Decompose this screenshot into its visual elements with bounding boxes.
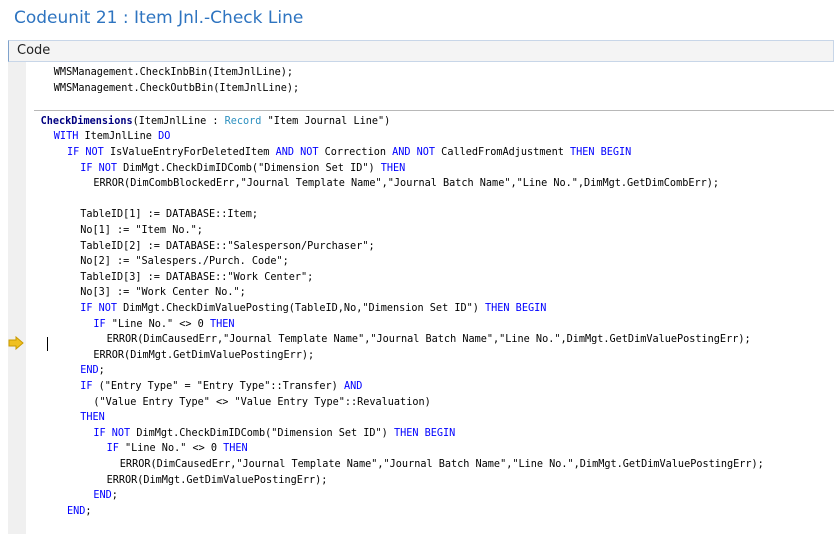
code-text: ERROR(DimMgt.GetDimValuePostingErr); <box>93 349 315 361</box>
code-keyword: WITH <box>53 131 79 143</box>
current-line-arrow-icon <box>8 336 24 350</box>
code-panel-header[interactable]: Code <box>8 40 834 62</box>
code-line[interactable]: TableID[3] := DATABASE::"Work Center"; <box>80 270 313 286</box>
code-text: Correction <box>318 147 393 158</box>
code-line[interactable]: ("Value Entry Type" <> "Value Entry Type… <box>93 395 430 411</box>
code-text: "Line No." <> 0 <box>118 443 224 455</box>
code-text: DimMgt.CheckDimIDComb("Dimension Set ID"… <box>130 427 394 439</box>
code-panel-label: Code <box>17 43 51 58</box>
code-text: No[3] := "Work Center No."; <box>80 287 246 299</box>
code-keyword: IF NOT <box>80 303 117 314</box>
code-text: ("Entry Type" = "Entry Type"::Transfer) <box>92 381 344 392</box>
code-text: WMSManagement.CheckInbBin(ItemJnlLine); <box>53 67 293 78</box>
code-text: TableID[2] := DATABASE::"Salesperson/Pur… <box>80 240 375 252</box>
code-keyword: DO <box>158 131 171 143</box>
code-line[interactable]: THEN <box>80 410 105 426</box>
procedure-separator <box>34 110 834 111</box>
code-type: Record <box>224 115 262 127</box>
code-line[interactable]: No[2] := "Salespers./Purch. Code"; <box>80 254 289 270</box>
code-line[interactable]: ERROR(DimMgt.GetDimValuePostingErr); <box>93 348 314 364</box>
code-keyword: END <box>93 490 112 502</box>
code-text: DimMgt.CheckDimValuePosting(TableID,No,"… <box>117 303 486 314</box>
code-text: (ItemJnlLine : <box>132 115 225 127</box>
code-keyword: IF <box>93 318 106 330</box>
code-line[interactable]: IF ("Entry Type" = "Entry Type"::Transfe… <box>80 379 362 395</box>
code-keyword: IF <box>106 443 119 455</box>
code-text: ERROR(DimMgt.GetDimValuePostingErr); <box>106 474 328 486</box>
code-line[interactable]: END; <box>67 504 92 520</box>
code-line[interactable]: WITH ItemJnlLine DO <box>54 129 171 145</box>
code-keyword: IF <box>80 381 93 392</box>
code-keyword: THEN <box>380 162 406 174</box>
code-line[interactable]: ERROR(DimCausedErr,"Journal Template Nam… <box>107 332 751 348</box>
code-text: IsValueEntryForDeletedItem <box>103 147 276 158</box>
code-keyword: THEN BEGIN <box>485 303 547 314</box>
code-text: No[2] := "Salespers./Purch. Code"; <box>80 256 289 268</box>
code-text: "Item Journal Line") <box>261 115 391 127</box>
code-line[interactable]: WMSManagement.CheckInbBin(ItemJnlLine); <box>54 65 293 81</box>
code-text: DimMgt.CheckDimIDComb("Dimension Set ID"… <box>117 162 381 174</box>
code-line[interactable]: ERROR(DimCombBlockedErr,"Journal Templat… <box>93 176 719 192</box>
code-text: ("Value Entry Type" <> "Value Entry Type… <box>93 396 431 408</box>
code-keyword: END <box>67 505 86 517</box>
code-text: CalledFromAdjustment <box>435 147 570 158</box>
code-keyword: AND NOT <box>392 147 436 158</box>
code-text: ERROR(DimCausedErr,"Journal Template Nam… <box>119 459 764 470</box>
code-keyword: IF NOT <box>67 147 104 158</box>
code-line[interactable]: IF NOT DimMgt.CheckDimValuePosting(Table… <box>80 301 546 317</box>
code-text: ERROR(DimCausedErr,"Journal Template Nam… <box>106 334 751 346</box>
code-line[interactable]: TableID[2] := DATABASE::"Salesperson/Pur… <box>80 239 374 255</box>
code-line[interactable]: No[1] := "Item No."; <box>80 223 203 239</box>
code-text: ItemJnlLine <box>78 131 159 143</box>
code-line[interactable]: CheckDimensions(ItemJnlLine : Record "It… <box>41 114 391 130</box>
code-keyword: IF NOT <box>93 427 131 439</box>
code-text: No[1] := "Item No."; <box>80 225 203 236</box>
code-keyword: THEN BEGIN <box>569 147 632 158</box>
code-keyword: THEN <box>209 318 235 330</box>
code-keyword: THEN BEGIN <box>393 427 456 439</box>
code-keyword: THEN <box>80 412 105 424</box>
code-keyword: IF NOT <box>80 162 117 174</box>
code-text: TableID[1] := DATABASE::Item; <box>80 209 259 221</box>
code-keyword: AND NOT <box>275 147 319 158</box>
window-title: Codeunit 21 : Item Jnl.-Check Line <box>14 8 304 28</box>
text-caret <box>47 337 48 351</box>
code-line[interactable]: IF "Line No." <> 0 THEN <box>107 441 248 457</box>
code-line[interactable]: No[3] := "Work Center No."; <box>80 285 246 301</box>
editor-gutter[interactable] <box>8 62 26 534</box>
code-line[interactable]: IF NOT DimMgt.CheckDimIDComb("Dimension … <box>80 161 405 177</box>
code-text: ; <box>111 490 118 502</box>
code-text: ; <box>98 365 105 377</box>
code-function-name: CheckDimensions <box>40 115 133 127</box>
code-line[interactable]: TableID[1] := DATABASE::Item; <box>80 207 258 223</box>
code-text: "Line No." <> 0 <box>105 318 210 330</box>
code-editor[interactable]: WMSManagement.CheckInbBin(ItemJnlLine); W… <box>34 62 834 534</box>
code-line[interactable]: IF NOT DimMgt.CheckDimIDComb("Dimension … <box>93 426 455 442</box>
code-line[interactable]: WMSManagement.CheckOutbBin(ItemJnlLine); <box>54 81 299 97</box>
code-line[interactable]: END; <box>80 363 105 379</box>
code-line[interactable]: ERROR(DimCausedErr,"Journal Template Nam… <box>120 457 764 473</box>
code-line[interactable]: IF NOT IsValueEntryForDeletedItem AND NO… <box>67 145 631 161</box>
code-line[interactable]: IF "Line No." <> 0 THEN <box>93 317 234 333</box>
code-keyword: AND <box>343 381 363 392</box>
code-text: ; <box>85 505 92 517</box>
code-text: WMSManagement.CheckOutbBin(ItemJnlLine); <box>53 82 300 94</box>
code-text: TableID[3] := DATABASE::"Work Center"; <box>80 271 314 283</box>
code-keyword: THEN <box>223 443 248 455</box>
code-keyword: END <box>80 365 99 377</box>
code-text: ERROR(DimCombBlockedErr,"Journal Templat… <box>93 178 719 190</box>
code-line[interactable]: END; <box>93 488 118 504</box>
code-line[interactable]: ERROR(DimMgt.GetDimValuePostingErr); <box>107 473 328 489</box>
